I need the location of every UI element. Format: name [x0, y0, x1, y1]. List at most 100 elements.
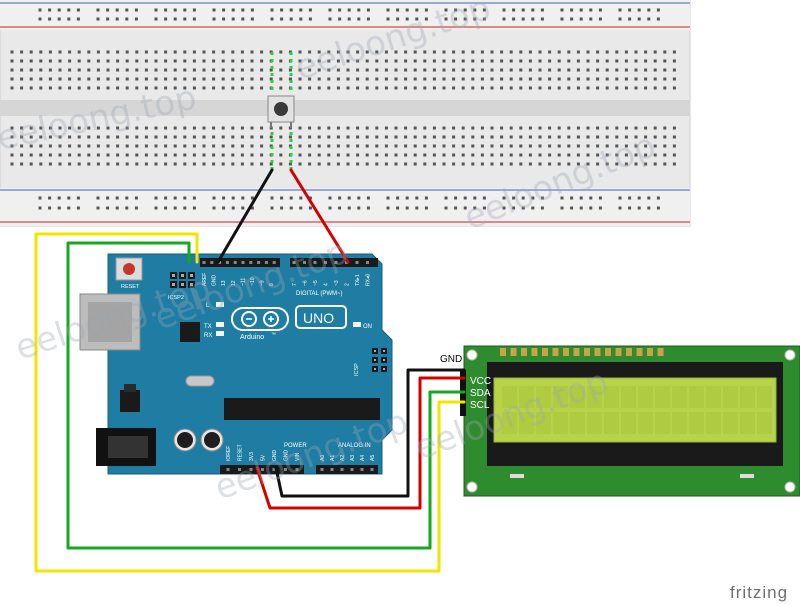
rail-hole [183, 196, 187, 200]
rail-hole [192, 8, 196, 12]
breadboard-hole [240, 126, 244, 130]
wire-button-pin2[interactable] [289, 168, 350, 264]
breadboard-hole [567, 126, 571, 130]
breadboard-hole [221, 50, 225, 54]
rail-hole [67, 196, 71, 200]
breadboard-hole [298, 77, 302, 81]
wire-gnd-black[interactable] [274, 368, 466, 498]
breadboard-hole [240, 153, 244, 157]
breadboard-hole [135, 77, 139, 81]
digital-pin-label: TX▸1 [355, 274, 361, 286]
breadboard-hole [308, 153, 312, 157]
breadboard-hole [231, 153, 235, 157]
rail-hole [164, 196, 168, 200]
breadboard-hole [202, 50, 206, 54]
mount-hole [466, 349, 478, 361]
breadboard-hole [212, 144, 216, 148]
breadboard-hole [298, 86, 302, 90]
header-hole [264, 261, 268, 264]
wire-button-gnd[interactable] [216, 168, 274, 264]
lcd-pin-labels: GND VCC SDA SCL [440, 354, 491, 411]
breadboard-hole [557, 162, 561, 166]
rail-hole [531, 206, 535, 210]
breadboard-hole [39, 153, 43, 157]
breadboard-hole [346, 68, 350, 72]
breadboard-hole [202, 86, 206, 90]
breadboard-hole [471, 126, 475, 130]
rail-hole [512, 8, 516, 12]
digital-pin-label: 13 [221, 280, 227, 286]
breadboard-hole [557, 153, 561, 157]
wire-sda-green[interactable] [66, 241, 466, 550]
breadboard-hole [596, 153, 600, 157]
header-digital-high [200, 258, 280, 267]
breadboard-hole [557, 68, 561, 72]
breadboard-hole [68, 59, 72, 63]
breadboard-hole [87, 50, 91, 54]
breadboard-hole [538, 77, 542, 81]
breadboard-hole [615, 68, 619, 72]
breadboard-hole [240, 59, 244, 63]
breadboard-hole [442, 59, 446, 63]
lcd-char-cell [570, 386, 585, 408]
breadboard-hole [384, 162, 388, 166]
breadboard-hole [20, 135, 24, 139]
breadboard-hole [653, 68, 657, 72]
rail-hole [241, 196, 245, 200]
lcd-char-cell [519, 412, 534, 434]
breadboard-hole [10, 144, 14, 148]
breadboard-hole [442, 162, 446, 166]
rail-hole [618, 17, 622, 21]
breadboard-hole [461, 135, 465, 139]
power-pin-label: 5V [261, 454, 267, 461]
breadboard-hole [509, 59, 513, 63]
breadboard-hole [672, 50, 676, 54]
lcd-header-pin [584, 348, 590, 356]
breadboard-hole [327, 59, 331, 63]
rail-hole [502, 206, 506, 210]
wire-scl-yellow[interactable] [34, 232, 466, 573]
breadboard-hole [327, 162, 331, 166]
rail-hole [473, 196, 477, 200]
rail-hole [560, 196, 564, 200]
breadboard-hole [471, 86, 475, 90]
breadboard-hole [135, 50, 139, 54]
rail-hole [521, 206, 525, 210]
rail-hole [424, 196, 428, 200]
breadboard-hole [336, 126, 340, 130]
push-button[interactable] [267, 95, 295, 128]
breadboard-hole [394, 59, 398, 63]
breadboard-hole [605, 126, 609, 130]
breadboard-hole [538, 144, 542, 148]
rail-hole [76, 8, 80, 12]
breadboard-hole [231, 144, 235, 148]
breadboard-hole [634, 59, 638, 63]
digital-pin-label: AREF [202, 273, 208, 286]
rail-hole [222, 17, 226, 21]
breadboard-hole [471, 144, 475, 148]
breadboard-hole [20, 144, 24, 148]
breadboard-hole [634, 153, 638, 157]
digital-pin-label: GND [212, 275, 218, 287]
breadboard-hole [260, 86, 264, 90]
breadboard-hole [394, 86, 398, 90]
rail-hole [473, 17, 477, 21]
breadboard-hole [346, 126, 350, 130]
digital-pin-label: 4 [324, 283, 330, 286]
breadboard-hole [279, 135, 283, 139]
breadboard-hole [154, 162, 158, 166]
breadboard-hole [87, 144, 91, 148]
breadboard-hole [269, 77, 273, 81]
rail-hole [183, 8, 187, 12]
breadboard-hole [538, 153, 542, 157]
wire-vcc-red[interactable] [255, 376, 466, 510]
breadboard-hole [125, 126, 129, 130]
lcd-char-cell [536, 386, 551, 408]
breadboard-hole [288, 77, 292, 81]
breadboard-hole [365, 135, 369, 139]
breadboard-hole [240, 68, 244, 72]
lcd-char-cell [655, 412, 670, 434]
breadboard-hole [471, 59, 475, 63]
breadboard-hole [519, 153, 523, 157]
breadboard-hole [432, 77, 436, 81]
